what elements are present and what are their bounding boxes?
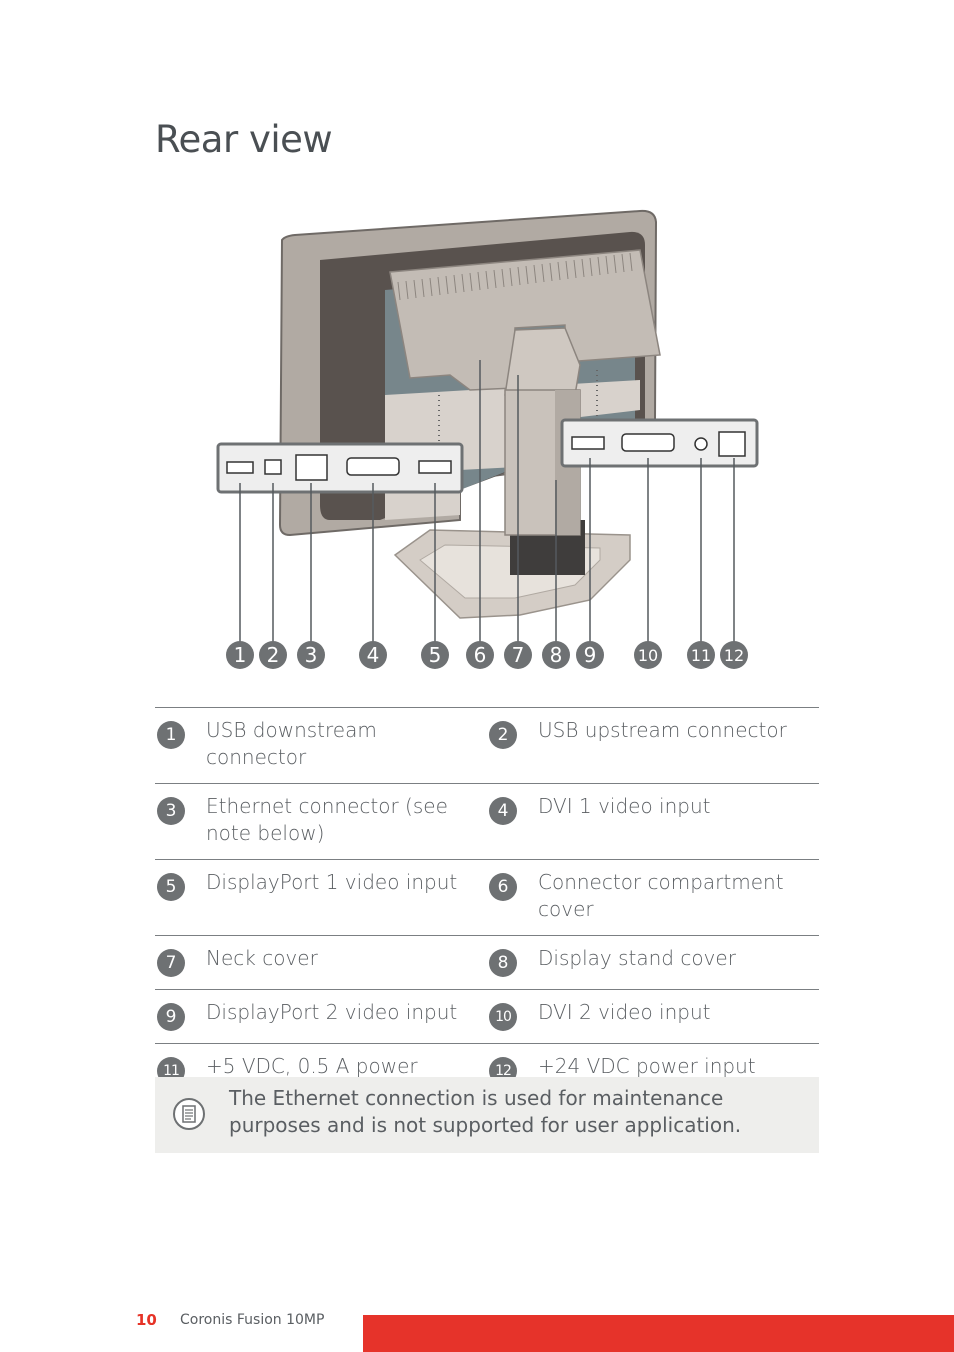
callout-6: 6	[474, 643, 487, 667]
callout-9: 9	[584, 643, 597, 667]
legend-label: Neck cover	[206, 946, 318, 970]
legend-label: Display stand cover	[538, 946, 736, 970]
legend-label: DisplayPort 1 video input	[206, 870, 458, 894]
legend-row: 3 Ethernet connector (see note below) 4 …	[155, 784, 819, 860]
legend-label: DisplayPort 2 video input	[206, 1000, 458, 1024]
legend-number: 6	[489, 873, 517, 901]
legend-label: +24 VDC power input	[538, 1054, 756, 1078]
legend-item: 5 DisplayPort 1 video input	[155, 869, 487, 923]
displayport-2-port	[571, 436, 605, 450]
legend-item: 9 DisplayPort 2 video input	[155, 999, 487, 1031]
legend-label: DVI 2 video input	[538, 1000, 711, 1024]
legend-item: 2 USB upstream connector	[487, 717, 819, 771]
legend-label: Connector compartment cover	[538, 870, 784, 921]
callout-8: 8	[550, 643, 563, 667]
ethernet-port	[295, 454, 328, 481]
note-text: The Ethernet connection is used for main…	[229, 1086, 742, 1137]
leader-lines	[239, 360, 735, 643]
callout-3: 3	[305, 643, 318, 667]
legend-label: USB upstream connector	[538, 718, 787, 742]
legend-item: 1 USB downstream connector	[155, 717, 487, 771]
legend-item: 6 Connector compartment cover	[487, 869, 819, 923]
legend-item: 10 DVI 2 video input	[487, 999, 819, 1031]
legend-number: 8	[489, 949, 517, 977]
dvi-2-port	[621, 433, 675, 452]
monitor-rear-view-illustration: 1 2 3 4 5 6 7 8 9 10 11 12	[216, 209, 759, 669]
legend-label: DVI 1 video input	[538, 794, 711, 818]
legend-number: 5	[157, 873, 185, 901]
legend-number: 7	[157, 949, 185, 977]
legend-item: 7 Neck cover	[155, 945, 487, 977]
usb-downstream-port	[226, 461, 254, 474]
legend-label: USB downstream connector	[206, 718, 377, 769]
legend-number: 1	[157, 721, 185, 749]
usb-upstream-port	[264, 459, 282, 475]
callout-4: 4	[367, 643, 380, 667]
callout-7: 7	[512, 643, 525, 667]
legend-label: Ethernet connector (see note below)	[206, 794, 448, 845]
legend-row: 9 DisplayPort 2 video input 10 DVI 2 vid…	[155, 990, 819, 1044]
callout-10: 10	[638, 646, 658, 665]
note-box: The Ethernet connection is used for main…	[155, 1077, 819, 1153]
power-input-port	[718, 431, 746, 457]
page-title: Rear view	[155, 118, 333, 161]
callout-1: 1	[234, 643, 247, 667]
callout-2: 2	[267, 643, 280, 667]
legend-item: 3 Ethernet connector (see note below)	[155, 793, 487, 847]
legend-item: 8 Display stand cover	[487, 945, 819, 977]
footer-document-title: Coronis Fusion 10MP	[180, 1312, 325, 1328]
dvi-1-port	[346, 457, 400, 476]
neck-cover	[504, 327, 581, 401]
callout-11: 11	[691, 646, 711, 665]
legend-number: 9	[157, 1003, 185, 1031]
legend-number: 2	[489, 721, 517, 749]
legend-number: 4	[489, 797, 517, 825]
legend-item: 4 DVI 1 video input	[487, 793, 819, 847]
displayport-1-port	[418, 460, 452, 474]
legend-number: 3	[157, 797, 185, 825]
callout-5: 5	[429, 643, 442, 667]
note-icon	[173, 1098, 205, 1130]
connector-legend-table: 1 USB downstream connector 2 USB upstrea…	[155, 707, 819, 1120]
legend-row: 7 Neck cover 8 Display stand cover	[155, 936, 819, 990]
callout-12: 12	[724, 646, 744, 665]
legend-row: 5 DisplayPort 1 video input 6 Connector …	[155, 860, 819, 936]
power-output-port	[694, 437, 708, 451]
legend-row: 1 USB downstream connector 2 USB upstrea…	[155, 708, 819, 784]
legend-number: 10	[489, 1003, 517, 1031]
legend-row: 11 +5 VDC, 0.5 A power output 12 +24 VDC…	[155, 1044, 819, 1120]
footer-page-number: 10	[136, 1311, 157, 1329]
footer-accent-bar	[363, 1315, 954, 1352]
callout-markers: 1 2 3 4 5 6 7 8 9 10 11 12	[226, 641, 748, 669]
left-connector-panel	[216, 442, 464, 494]
connector-compartment-cover	[389, 249, 661, 391]
